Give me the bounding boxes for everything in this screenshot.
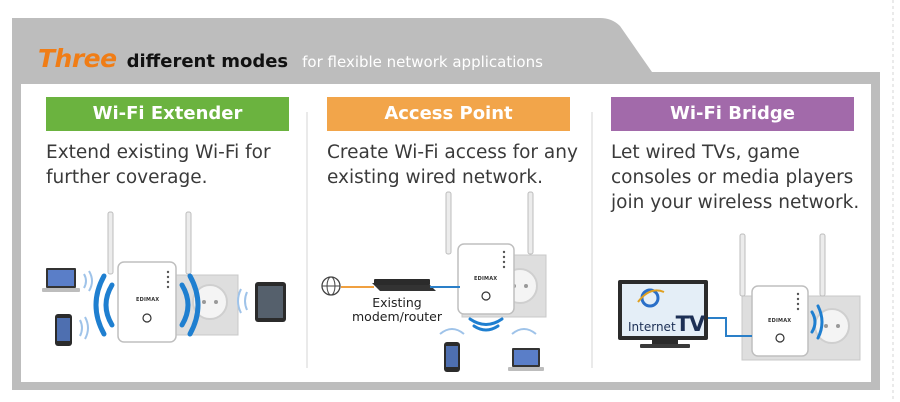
mode-label-wifi-bridge: Wi-Fi Bridge [611, 97, 854, 131]
header-word-modes: different modes [126, 51, 289, 72]
tv-label-internet: Internet [628, 320, 676, 334]
internet-tv-label: Internet TV [628, 312, 706, 336]
device-brand-label: EDIMAX [136, 297, 160, 303]
description-line: join your wireless network. [611, 192, 860, 213]
caption-line: modem/router [352, 309, 443, 324]
header-title: Three different modes for flexible netwo… [38, 44, 543, 74]
mode-description-bridge: Let wired TVs, game consoles or media pl… [611, 140, 876, 215]
device-brand-label: EDIMAX [768, 318, 792, 324]
tv-label-tv: TV [675, 312, 706, 336]
mode-label-wifi-extender: Wi-Fi Extender [46, 97, 289, 131]
device-brand-label: EDIMAX [474, 276, 498, 282]
mode-description-access-point: Create Wi-Fi access for any existing wir… [327, 140, 587, 190]
caption-line: Existing [372, 295, 422, 310]
modem-router-caption: Existing modem/router [352, 296, 442, 324]
header-tab [12, 18, 880, 84]
description-line: Create Wi-Fi access for any [327, 142, 578, 163]
description-line: consoles or media players [611, 167, 854, 188]
header-subtitle: for flexible network applications [302, 53, 543, 71]
mode-label-access-point: Access Point [327, 97, 570, 131]
mode-description-extender: Extend existing Wi-Fi for further covera… [46, 140, 296, 190]
description-line: further coverage. [46, 167, 208, 188]
description-line: existing wired network. [327, 167, 544, 188]
header-word-three: Three [38, 44, 117, 73]
description-line: Extend existing Wi-Fi for [46, 142, 271, 163]
description-line: Let wired TVs, game [611, 142, 800, 163]
